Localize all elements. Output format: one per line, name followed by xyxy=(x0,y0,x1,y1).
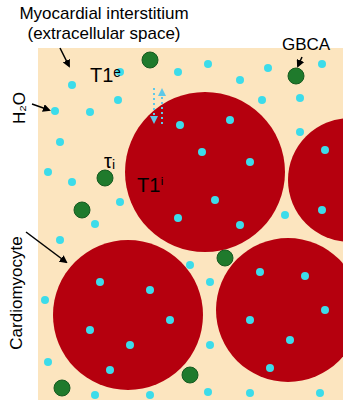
gbca-molecule xyxy=(142,52,158,68)
water-dot xyxy=(246,158,254,166)
water-dot xyxy=(51,107,59,115)
water-dot xyxy=(41,296,49,304)
water-dot xyxy=(206,278,214,286)
water-dot xyxy=(296,94,304,102)
water-dot xyxy=(86,326,94,334)
water-dot xyxy=(116,68,124,76)
node-text: T1ⁱ xyxy=(137,174,164,197)
water-dot xyxy=(318,206,326,214)
water-dot xyxy=(96,278,104,286)
water-dot xyxy=(204,388,212,396)
water-dot xyxy=(114,96,122,104)
water-dot xyxy=(236,76,244,84)
gbca-label: GBCA xyxy=(282,35,330,55)
water-dot xyxy=(256,268,264,276)
gbca-molecule xyxy=(217,250,233,266)
region-label: Myocardial interstitium (extracellular s… xyxy=(4,4,204,43)
water-dot xyxy=(146,286,154,294)
water-dot xyxy=(318,60,326,68)
water-dot xyxy=(258,96,266,104)
leader-line xyxy=(26,232,66,262)
water-dot xyxy=(186,261,194,269)
water-dot xyxy=(226,116,234,124)
water-dot xyxy=(264,64,272,72)
water-dot xyxy=(116,198,124,206)
water-dot xyxy=(301,272,309,280)
water-dot xyxy=(321,306,329,314)
water-dot xyxy=(206,341,214,349)
water-dot xyxy=(174,214,182,222)
gbca-molecule xyxy=(182,367,198,383)
water-dot xyxy=(68,178,76,186)
exchange-arrow xyxy=(161,90,163,124)
water-dot xyxy=(91,391,99,399)
gbca-molecule xyxy=(97,170,113,186)
cardiomyocyte-cell xyxy=(288,118,343,242)
water-label: H₂O xyxy=(10,92,30,124)
leader-line xyxy=(298,57,302,66)
exchange-arrow xyxy=(153,88,155,122)
exchange-time-label: τᵢ xyxy=(104,150,115,173)
cardiomyocyte-cell-outline xyxy=(125,92,285,252)
water-dot xyxy=(44,168,52,176)
gbca-molecule xyxy=(288,68,304,84)
water-dot xyxy=(321,146,329,154)
water-dot xyxy=(86,108,94,116)
water-dot xyxy=(198,148,206,156)
cardiomyocyte-cell xyxy=(216,238,343,382)
node-text: T1ᵉ xyxy=(90,64,121,87)
leader-line xyxy=(32,104,49,110)
water-dot xyxy=(56,236,64,244)
water-dot xyxy=(236,221,244,229)
water-dot xyxy=(204,60,212,68)
water-dot xyxy=(68,81,76,89)
gbca-molecule xyxy=(54,380,70,396)
water-dot xyxy=(126,341,134,349)
water-dot xyxy=(316,389,324,397)
water-dot xyxy=(106,366,114,374)
water-dot xyxy=(176,121,184,129)
water-dot xyxy=(146,391,154,399)
water-dot xyxy=(286,336,294,344)
water-dot xyxy=(166,316,174,324)
water-dot xyxy=(44,358,52,366)
water-dot xyxy=(281,211,289,219)
water-dot xyxy=(266,364,274,372)
water-dot xyxy=(246,389,254,397)
gbca-molecule xyxy=(74,202,90,218)
cardiomyocyte-cell xyxy=(53,240,203,390)
cell-label: Cardiomyocyte xyxy=(7,236,27,349)
water-dot xyxy=(246,316,254,324)
water-dot xyxy=(56,138,64,146)
water-dot xyxy=(296,128,304,136)
water-dot xyxy=(211,196,219,204)
water-dot xyxy=(91,220,99,228)
cardiomyocyte-cell: T1ⁱ xyxy=(125,92,285,252)
water-dot xyxy=(174,68,182,76)
cardiomyocyte-cell-shape xyxy=(125,92,285,252)
leader-line xyxy=(60,48,69,66)
